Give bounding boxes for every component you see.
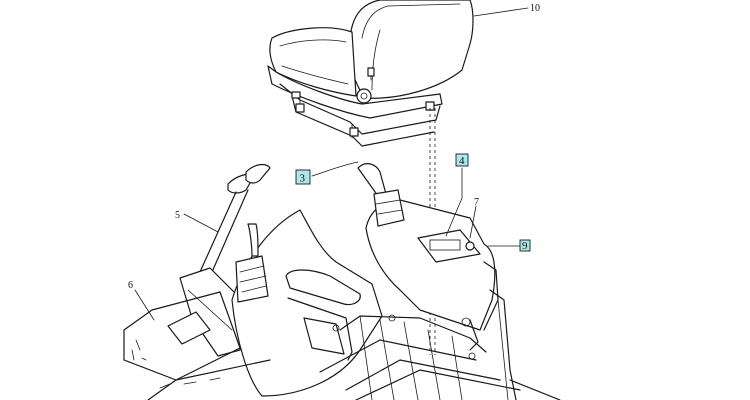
leader-7 (469, 205, 477, 239)
callout-3[interactable]: 3 (295, 169, 311, 185)
label-5: 5 (175, 210, 180, 221)
right-control-console (357, 163, 517, 400)
leader-3 (311, 161, 359, 177)
operator-seat (267, 0, 474, 147)
left-control-console (231, 209, 383, 397)
leader-10 (473, 7, 529, 17)
label-10: 10 (530, 3, 540, 14)
leader-5 (183, 213, 219, 233)
label-6: 6 (128, 280, 133, 291)
callout-9[interactable]: 9 (519, 239, 531, 252)
label-4: 4 (459, 155, 465, 167)
label-7: 7 (474, 197, 479, 208)
leader-6 (134, 289, 155, 321)
callout-4[interactable]: 4 (455, 153, 469, 167)
floor-frame (123, 291, 561, 400)
label-3: 3 (300, 173, 306, 185)
leader-4-lower (445, 197, 463, 237)
label-9: 9 (522, 240, 528, 252)
